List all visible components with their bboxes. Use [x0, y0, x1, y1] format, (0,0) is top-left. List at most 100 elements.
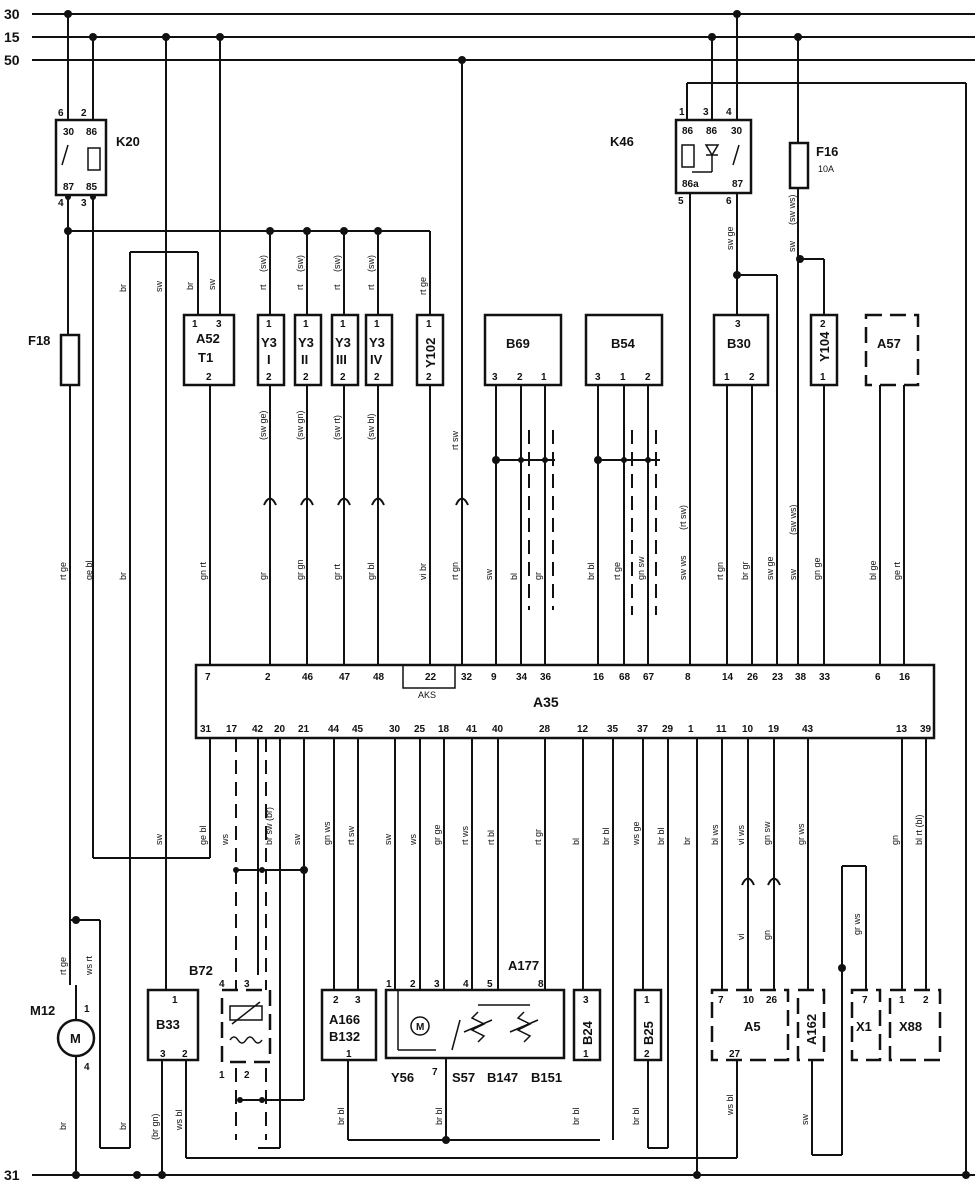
wire-color-label: sw ws: [678, 555, 688, 580]
a35-label: A35: [533, 694, 559, 710]
a35-top-pin: 68: [619, 672, 631, 683]
wire-color-label: gn: [890, 835, 900, 845]
svg-text:6: 6: [58, 108, 64, 119]
a35-bottom-pin: 12: [577, 724, 589, 735]
wire-color-label: gn sw: [762, 821, 772, 845]
wire-color-label: vi: [736, 934, 746, 941]
a35-top-pin: 9: [491, 672, 497, 683]
svg-text:1: 1: [266, 319, 272, 330]
wire-color-label: (sw ge): [258, 410, 268, 440]
b54-sensor: B54 3 1 2: [584, 313, 664, 387]
a35-top-pin: 2: [265, 672, 271, 683]
wire-color-label: vi ws: [736, 825, 746, 845]
a35-top-pin: 67: [643, 672, 655, 683]
svg-text:Y3: Y3: [369, 335, 385, 350]
svg-text:86: 86: [86, 127, 98, 138]
k20-label: K20: [116, 134, 140, 149]
rail-31-label: 31: [4, 1167, 20, 1183]
wire-color-label: (sw rt): [332, 415, 342, 440]
a35-top-pin: 34: [516, 672, 528, 683]
svg-text:2: 2: [244, 1070, 250, 1081]
rail-30: 30: [4, 6, 975, 22]
wire-color-label: sw: [207, 279, 217, 291]
wire-color-label: br: [185, 282, 195, 290]
wire-color-label: sw ge: [725, 226, 735, 250]
a35-top-pin: 14: [722, 672, 734, 683]
svg-text:8: 8: [538, 979, 544, 990]
a52-t1-module: 1 3 A52 T1 2: [182, 313, 236, 387]
svg-text:86: 86: [682, 126, 694, 137]
wire-color-label: rt gr: [533, 829, 543, 845]
wire-color-label: sw: [788, 569, 798, 581]
wire-color-label: rt ge: [58, 957, 68, 975]
a57-label: A57: [877, 336, 901, 351]
svg-text:I: I: [267, 352, 271, 367]
wire-color-label: br: [118, 572, 128, 580]
wire-color-label: rt ge: [612, 562, 622, 580]
a35-top-pin: 16: [593, 672, 605, 683]
wire-color-label: rt: [295, 284, 305, 290]
f18-label: F18: [28, 333, 50, 348]
svg-text:2: 2: [410, 979, 416, 990]
wire-color-label: sw: [383, 834, 393, 846]
k46-label: K46: [610, 134, 634, 149]
a35-bottom-pin: 21: [298, 724, 310, 735]
a35-top-pin: 26: [747, 672, 759, 683]
wire-color-label: br sw (br): [264, 807, 274, 845]
svg-text:B25: B25: [641, 1021, 656, 1045]
a166-label: A166: [329, 1012, 360, 1027]
svg-text:1: 1: [541, 372, 547, 383]
svg-text:7: 7: [862, 995, 868, 1006]
y3-injector-iv: 1 Y3 IV 2: [364, 227, 394, 665]
wire-color-label: (sw): [366, 255, 376, 272]
wire-color-label: rt gn: [715, 562, 725, 580]
rail-50: 50: [4, 52, 975, 68]
a35-bottom-pin: 11: [716, 724, 727, 735]
wire-color-label: (sw): [295, 255, 305, 272]
y56-label: Y56: [391, 1070, 414, 1085]
svg-text:III: III: [336, 352, 347, 367]
wire-color-label: br: [118, 1122, 128, 1130]
svg-text:5: 5: [678, 196, 684, 207]
wire-color-label: gr ge: [432, 824, 442, 845]
f16-label: F16: [816, 144, 838, 159]
b33-sensor: 1 B33 3 2: [146, 988, 200, 1062]
svg-text:1: 1: [340, 319, 346, 330]
wire-color-label: ge rt: [892, 561, 902, 580]
svg-text:1: 1: [374, 319, 380, 330]
wire-color-label: bl: [509, 573, 519, 580]
aks-label: AKS: [418, 690, 436, 700]
rail-50-label: 50: [4, 52, 20, 68]
svg-text:2: 2: [374, 372, 380, 383]
rail-15: 15: [4, 29, 975, 45]
a35-bottom-pin: 19: [768, 724, 780, 735]
wire-color-label: ws: [408, 834, 418, 846]
svg-text:4: 4: [84, 1062, 90, 1073]
wire-color-label: ge bl: [84, 560, 94, 580]
a35-bottom-pin: 44: [328, 724, 340, 735]
a5-module: 7 10 26 A5 27: [710, 988, 790, 1062]
a177-module: A177 1 2 3 4 5 8 M 7: [384, 958, 566, 1078]
a35-bottom-pin: 1: [688, 724, 694, 735]
wire-color-label: (br gn): [150, 1113, 160, 1140]
m12-label: M12: [30, 1003, 55, 1018]
wire-color-label: rt bl: [486, 830, 496, 845]
y3-injector-i: 1 Y3 I 2: [256, 227, 286, 665]
a35-bottom-pin: 40: [492, 724, 504, 735]
svg-text:4: 4: [726, 107, 732, 118]
a162-module: A162: [796, 988, 826, 1062]
wire-color-label: rt sw: [346, 826, 356, 845]
svg-text:2: 2: [645, 372, 651, 383]
svg-text:1: 1: [192, 319, 198, 330]
svg-text:Y102: Y102: [423, 338, 438, 368]
x1-connector: 7 X1: [850, 988, 882, 1062]
svg-text:IV: IV: [370, 352, 383, 367]
wire-color-label: bl ws: [710, 824, 720, 845]
svg-text:4: 4: [463, 979, 469, 990]
svg-text:2: 2: [333, 995, 339, 1006]
wire-color-label: ws ge: [631, 821, 641, 846]
wire-color-label: br bl: [656, 827, 666, 845]
wire-color-label: br bl: [571, 1107, 581, 1125]
